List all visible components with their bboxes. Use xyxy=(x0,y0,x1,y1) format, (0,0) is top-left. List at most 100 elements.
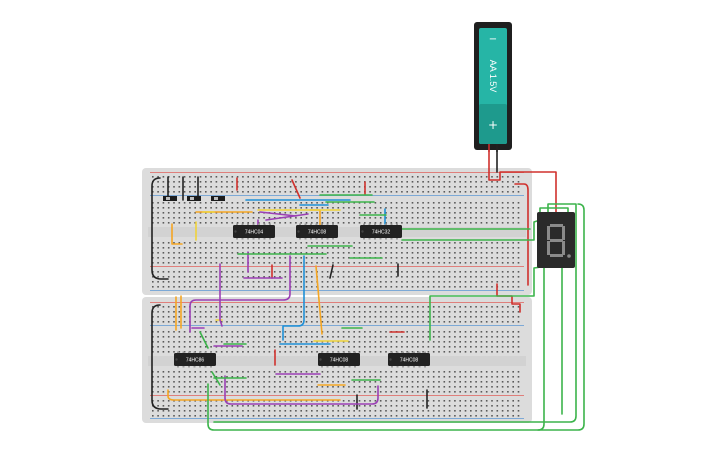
breadboard-hole[interactable] xyxy=(427,286,430,288)
breadboard-hole[interactable] xyxy=(258,311,260,313)
breadboard-hole[interactable] xyxy=(220,376,223,378)
breadboard-hole[interactable] xyxy=(173,176,175,178)
breadboard-hole[interactable] xyxy=(242,351,244,353)
breadboard-hole[interactable] xyxy=(173,271,175,273)
breadboard-hole[interactable] xyxy=(305,381,308,383)
breadboard-hole[interactable] xyxy=(438,381,440,383)
breadboard-hole[interactable] xyxy=(406,286,408,288)
breadboard-hole[interactable] xyxy=(438,276,440,278)
breadboard-hole[interactable] xyxy=(454,212,456,214)
breadboard-hole[interactable] xyxy=(491,311,493,313)
breadboard-hole[interactable] xyxy=(438,191,440,193)
breadboard-hole[interactable] xyxy=(470,252,472,254)
breadboard-hole[interactable] xyxy=(342,311,345,313)
breadboard-hole[interactable] xyxy=(167,405,170,407)
breadboard-hole[interactable] xyxy=(247,381,249,383)
breadboard-hole[interactable] xyxy=(454,276,456,278)
breadboard-hole[interactable] xyxy=(501,181,504,183)
breadboard-hole[interactable] xyxy=(300,311,302,313)
breadboard-hole[interactable] xyxy=(401,181,403,183)
breadboard-hole[interactable] xyxy=(507,321,509,323)
breadboard-hole[interactable] xyxy=(417,281,419,283)
breadboard-hole[interactable] xyxy=(512,400,514,402)
breadboard-hole[interactable] xyxy=(231,336,234,338)
breadboard-hole[interactable] xyxy=(401,247,403,249)
breadboard-hole[interactable] xyxy=(379,371,382,373)
breadboard-hole[interactable] xyxy=(273,262,276,264)
breadboard-hole[interactable] xyxy=(507,181,509,183)
breadboard-hole[interactable] xyxy=(454,202,456,204)
breadboard-hole[interactable] xyxy=(411,405,414,407)
breadboard-hole[interactable] xyxy=(242,321,244,323)
breadboard-hole[interactable] xyxy=(438,176,440,178)
breadboard-hole[interactable] xyxy=(226,191,228,193)
breadboard-hole[interactable] xyxy=(178,247,181,249)
breadboard-hole[interactable] xyxy=(390,381,393,383)
breadboard-hole[interactable] xyxy=(263,281,265,283)
breadboard-hole[interactable] xyxy=(263,311,265,313)
power-wire[interactable] xyxy=(496,283,521,313)
breadboard-hole[interactable] xyxy=(289,391,292,393)
breadboard-hole[interactable] xyxy=(427,341,430,343)
breadboard-hole[interactable] xyxy=(305,346,308,348)
breadboard-hole[interactable] xyxy=(496,400,499,402)
breadboard-hole[interactable] xyxy=(432,400,435,402)
breadboard-hole[interactable] xyxy=(268,217,271,219)
breadboard-hole[interactable] xyxy=(178,336,181,338)
breadboard-hole[interactable] xyxy=(417,262,419,264)
breadboard-hole[interactable] xyxy=(348,371,350,373)
breadboard-hole[interactable] xyxy=(236,276,239,278)
breadboard-hole[interactable] xyxy=(236,176,239,178)
breadboard-hole[interactable] xyxy=(300,186,302,188)
breadboard-hole[interactable] xyxy=(157,376,159,378)
breadboard-hole[interactable] xyxy=(157,176,159,178)
breadboard-hole[interactable] xyxy=(205,376,207,378)
breadboard-hole[interactable] xyxy=(358,186,361,188)
breadboard-hole[interactable] xyxy=(252,381,255,383)
breadboard-hole[interactable] xyxy=(300,405,302,407)
breadboard-hole[interactable] xyxy=(448,262,451,264)
breadboard-hole[interactable] xyxy=(485,271,488,273)
breadboard-hole[interactable] xyxy=(390,222,393,224)
breadboard-hole[interactable] xyxy=(220,386,223,388)
breadboard-hole[interactable] xyxy=(268,351,271,353)
breadboard-hole[interactable] xyxy=(422,331,424,333)
breadboard-hole[interactable] xyxy=(205,262,207,264)
breadboard-hole[interactable] xyxy=(358,306,361,308)
breadboard-hole[interactable] xyxy=(390,176,393,178)
breadboard-hole[interactable] xyxy=(284,212,287,214)
breadboard-hole[interactable] xyxy=(194,252,196,254)
breadboard-hole[interactable] xyxy=(459,181,461,183)
breadboard-hole[interactable] xyxy=(162,176,165,178)
breadboard-hole[interactable] xyxy=(199,271,202,273)
breadboard-hole[interactable] xyxy=(162,381,165,383)
breadboard-hole[interactable] xyxy=(501,381,504,383)
breadboard-hole[interactable] xyxy=(205,247,207,249)
breadboard-hole[interactable] xyxy=(422,262,424,264)
breadboard-hole[interactable] xyxy=(215,371,218,373)
breadboard-hole[interactable] xyxy=(517,316,520,318)
breadboard-hole[interactable] xyxy=(210,331,212,333)
breadboard-hole[interactable] xyxy=(485,262,488,264)
breadboard-hole[interactable] xyxy=(417,316,419,318)
breadboard-hole[interactable] xyxy=(385,391,387,393)
breadboard-hole[interactable] xyxy=(279,311,281,313)
breadboard-hole[interactable] xyxy=(379,181,382,183)
breadboard-hole[interactable] xyxy=(501,252,504,254)
breadboard-hole[interactable] xyxy=(252,191,255,193)
breadboard-hole[interactable] xyxy=(258,281,260,283)
breadboard-hole[interactable] xyxy=(401,391,403,393)
breadboard-hole[interactable] xyxy=(231,207,234,209)
breadboard-hole[interactable] xyxy=(178,321,181,323)
breadboard-hole[interactable] xyxy=(454,351,456,353)
breadboard-hole[interactable] xyxy=(189,271,191,273)
breadboard-hole[interactable] xyxy=(353,242,355,244)
breadboard-hole[interactable] xyxy=(226,252,228,254)
breadboard-hole[interactable] xyxy=(173,202,175,204)
breadboard-hole[interactable] xyxy=(427,276,430,278)
breadboard-hole[interactable] xyxy=(353,222,355,224)
breadboard-hole[interactable] xyxy=(199,306,202,308)
breadboard-hole[interactable] xyxy=(480,376,483,378)
breadboard-hole[interactable] xyxy=(300,191,302,193)
breadboard-hole[interactable] xyxy=(252,371,255,373)
